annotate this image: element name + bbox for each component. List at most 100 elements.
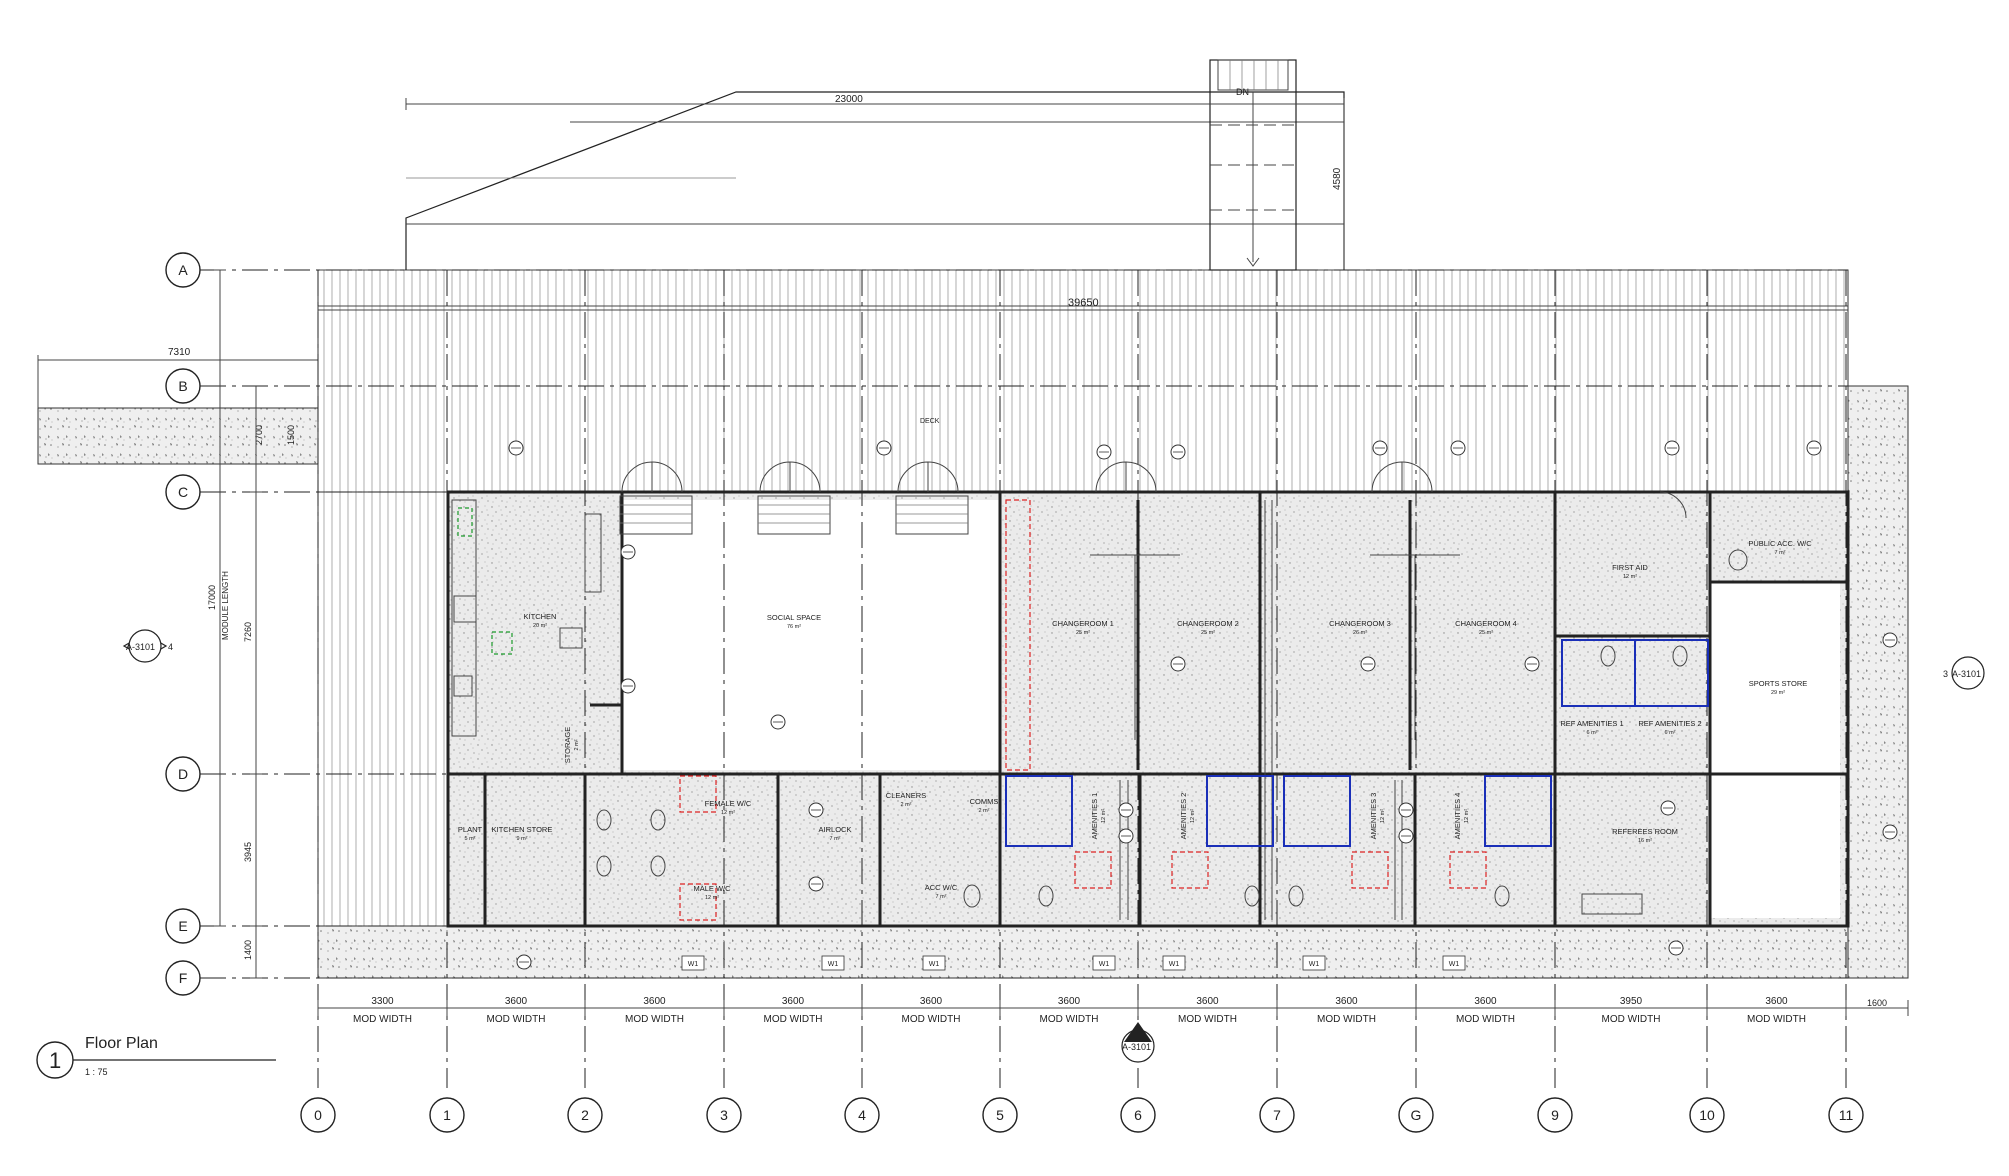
module-width-label: MOD WIDTH [353,1014,412,1025]
room-name: REF AMENITIES 1 [1560,719,1623,728]
svg-text:MODULE LENGTH: MODULE LENGTH [221,571,230,640]
grid-label-column: 9 [1551,1107,1559,1123]
stair-direction-label: DN [1236,87,1249,97]
grid-bubble-row [165,368,201,404]
window-tag-label: W1 [1309,961,1320,968]
room-name: MALE W/C [693,884,731,893]
grid-label-column: 1 [443,1107,451,1123]
room-label: PLANT 5 m² [458,825,483,842]
window-tag [1302,955,1326,971]
grid-label-column: 5 [996,1107,1004,1123]
room-name: CHANGEROOM 2 [1177,619,1239,628]
grid-bubble-row [165,908,201,944]
grid-bubble-column [567,1097,603,1133]
room-name: KITCHEN [524,612,557,621]
grid-bubble-column [982,1097,1018,1133]
svg-text:2700: 2700 [254,425,264,445]
vertical-dimensions: 17000 MODULE LENGTH 7260 3945 1400 [207,269,262,979]
room-area: 12 m² [1101,809,1107,823]
kitchen-fixtures [451,499,602,737]
module-width-value: 3600 [1058,996,1081,1007]
end-dimension: 1600 [1867,998,1887,1008]
room-name: COMMS [970,797,999,806]
room-name: FIRST AID [1612,563,1648,572]
room-area: 76 m² [787,624,801,630]
svg-text:A-3101: A-3101 [1952,669,1981,679]
module-width-label: MOD WIDTH [1317,1014,1376,1025]
room-name: CHANGEROOM 3 [1329,619,1391,628]
room-area: 26 m² [1353,630,1367,636]
svg-text:3: 3 [1943,669,1948,679]
changeroom-benches [1005,499,1460,771]
window-tag [1092,955,1116,971]
module-width-label: MOD WIDTH [487,1014,546,1025]
view-title: 1 Floor Plan 1 : 75 [36,1035,276,1079]
window-tag [1442,955,1466,971]
room-area: 7 m² [1775,550,1786,556]
room-area: 12 m² [1623,574,1637,580]
svg-text:23000: 23000 [835,94,863,105]
room-label: CHANGEROOM 425 m² [1455,619,1517,636]
svg-text:7310: 7310 [168,347,191,358]
toilet-fixtures [596,549,1748,915]
room-label: CHANGEROOM 3 26 m² [1329,619,1391,636]
window-tag [821,955,845,971]
room-label: MALE W/C 12 m² [693,884,731,901]
module-width-label: MOD WIDTH [625,1014,684,1025]
room-area: 2 m² [574,739,580,750]
room-area: 9 m² [517,836,528,842]
grid-bubble-column [1120,1097,1156,1133]
building-floor [448,492,1848,926]
walkway-slab: 7310 2700 1500 [37,347,319,465]
room-label: REF AMENITIES 26 m² [1638,719,1701,736]
grid-label-row: E [178,918,187,934]
room-area: 12 m² [705,895,719,901]
window-tag-label: W1 [1099,961,1110,968]
room-name: PUBLIC ACC. W/C [1748,539,1812,548]
window-tag [681,955,705,971]
module-width-value: 3600 [643,996,666,1007]
room-name: CLEANERS [886,791,926,800]
svg-text:1400: 1400 [243,940,253,960]
svg-text:39650: 39650 [1068,297,1099,309]
room-name: CHANGEROOM 1 [1052,619,1114,628]
room-area: 25 m² [1201,630,1215,636]
room-name: KITCHEN STORE [492,825,553,834]
room-name: PLANT [458,825,483,834]
window-tag [1162,955,1186,971]
svg-text:1500: 1500 [286,425,296,445]
grid-bubble-column [1398,1097,1434,1133]
room-name: REF AMENITIES 2 [1638,719,1701,728]
module-width-value: 3600 [505,996,528,1007]
room-area: 5 m² [465,836,476,842]
grid-bubble-column [1259,1097,1295,1133]
room-name: AMENITIES 3 [1369,793,1378,840]
module-width-value: 3300 [371,996,394,1007]
svg-text:4580: 4580 [1332,167,1343,190]
grid-label-row: B [178,378,187,394]
grid-bubble-column [429,1097,465,1133]
room-area: 6 m² [1587,730,1598,736]
room-name: AMENITIES 2 [1179,793,1188,840]
grid-bubble-column [300,1097,336,1133]
svg-text:4: 4 [168,642,173,652]
grid-bubble-column [706,1097,742,1133]
ramp-dimension: 23000 4580 [405,94,1345,270]
grid-bubble-row [165,756,201,792]
grid-label-column: 3 [720,1107,728,1123]
grid-label-column: 11 [1839,1107,1854,1123]
grid-bubble-column [1828,1097,1864,1133]
room-area: 7 m² [936,894,947,900]
module-width-label: MOD WIDTH [1456,1014,1515,1025]
room-name: ACC W/C [925,883,958,892]
module-width-value: 3600 [1765,996,1788,1007]
module-width-label: MOD WIDTH [1178,1014,1237,1025]
